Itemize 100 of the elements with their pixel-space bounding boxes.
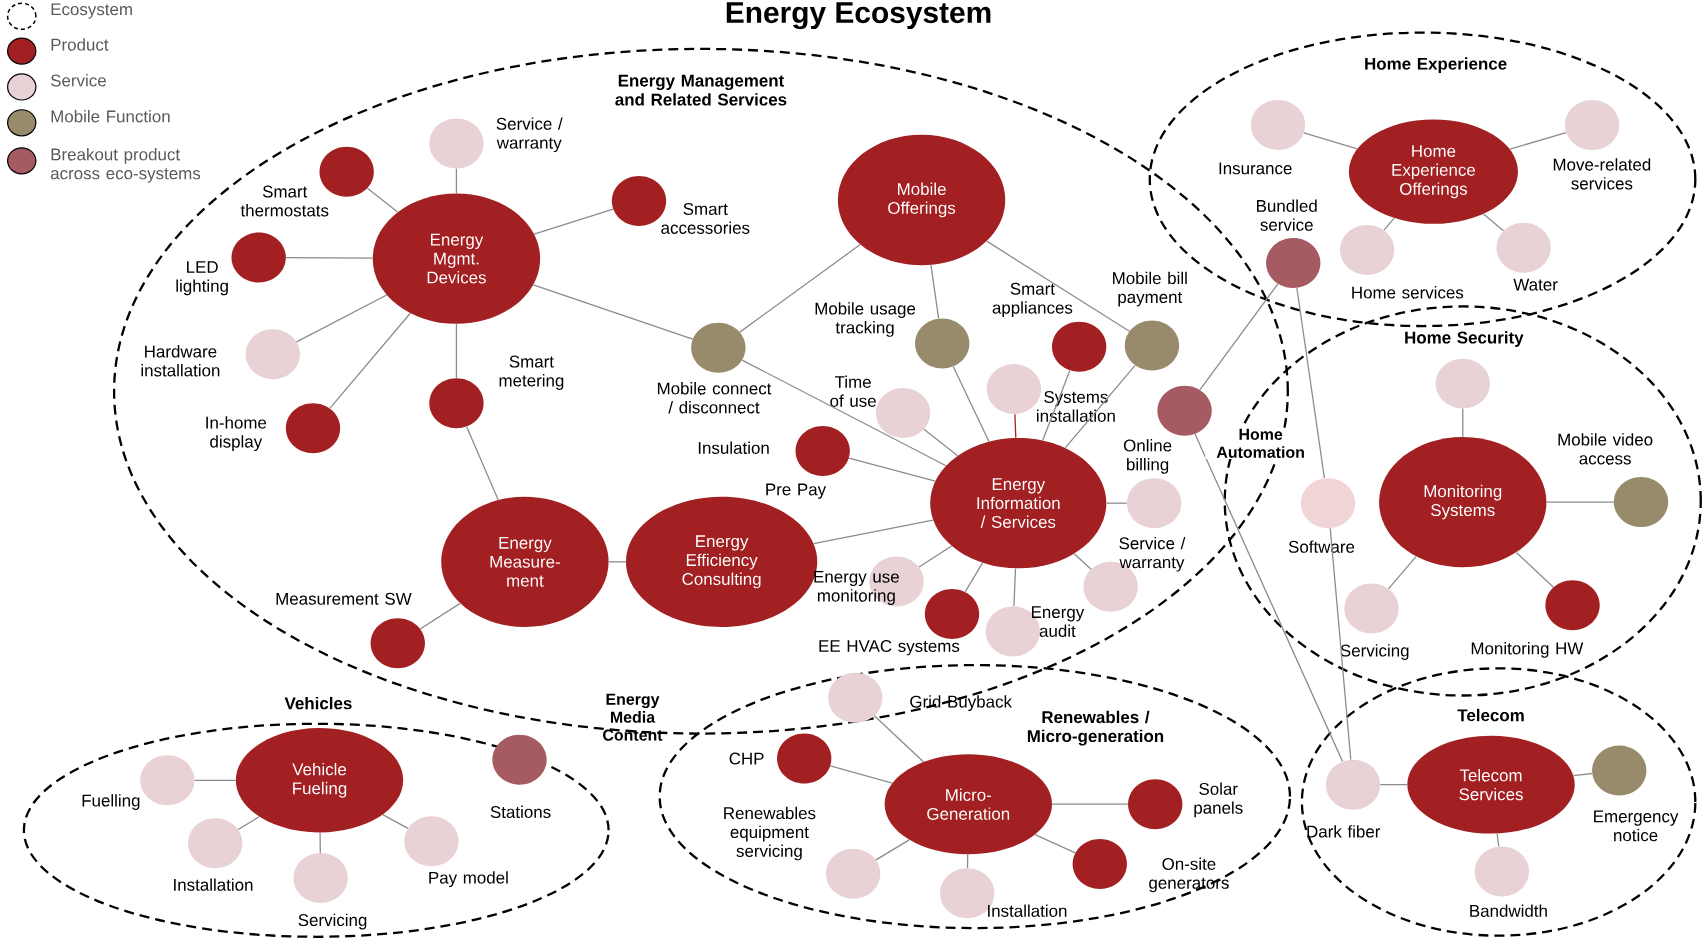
node-label: Installation bbox=[988, 904, 1067, 917]
connector-line bbox=[986, 240, 1131, 332]
connector-line bbox=[964, 562, 984, 593]
node-label: Bundled service bbox=[1257, 199, 1317, 231]
connector-line bbox=[1105, 502, 1128, 504]
connector-line bbox=[1014, 413, 1017, 439]
node-label: Vehicles bbox=[284, 696, 352, 710]
node-label: Water bbox=[1513, 278, 1558, 291]
connector-line bbox=[1013, 567, 1017, 607]
connector-line bbox=[319, 832, 321, 854]
node-label: Time of use bbox=[830, 375, 876, 407]
connector-line bbox=[813, 519, 934, 545]
node-label: Hardware installation bbox=[141, 345, 220, 377]
node-label: Stations bbox=[490, 805, 551, 819]
connector-line bbox=[923, 428, 959, 457]
legend-label: Product bbox=[51, 38, 109, 51]
connector-line bbox=[1509, 132, 1567, 150]
connector-line bbox=[848, 457, 936, 482]
node-label: Dark fiber bbox=[1307, 825, 1381, 838]
node-label: Monitoring HW bbox=[1471, 642, 1584, 658]
connector-line bbox=[1303, 132, 1358, 150]
connector-line bbox=[873, 715, 924, 763]
node-label: Measurement SW bbox=[276, 592, 412, 605]
legend-label: Service bbox=[50, 74, 106, 87]
node-label: Smart thermostats bbox=[240, 185, 329, 217]
connector-line bbox=[1515, 551, 1555, 588]
connector-line bbox=[1073, 553, 1092, 570]
node-label: LED lighting bbox=[176, 261, 228, 296]
node-label: In-home display bbox=[206, 416, 267, 451]
node-label: On-site generators bbox=[1149, 857, 1229, 893]
connector-line bbox=[1482, 213, 1505, 232]
ecosystem-label: Home Automation bbox=[1205, 427, 1316, 459]
connector-line bbox=[455, 168, 458, 194]
node-label: Pay model bbox=[429, 871, 508, 888]
node-label: Smart appliances bbox=[992, 282, 1073, 318]
connector-line bbox=[1546, 501, 1615, 503]
node-label: Service / warranty bbox=[496, 117, 563, 153]
node-label: Renewables equipment servicing bbox=[724, 806, 816, 861]
node-label: Fuelling bbox=[82, 794, 140, 810]
node-label: Smart metering bbox=[499, 355, 564, 390]
note-label: Pre Pay bbox=[766, 483, 827, 499]
node-label: Solar panels bbox=[1194, 782, 1243, 818]
node-label: Move-related services bbox=[1553, 158, 1651, 190]
connector-line bbox=[1296, 287, 1326, 479]
legend-label: Mobile Function bbox=[51, 110, 170, 123]
connector-line bbox=[533, 208, 614, 235]
node-label: Mobile video access bbox=[1558, 433, 1653, 465]
connector-line bbox=[918, 545, 953, 568]
node-label: Emergency notice bbox=[1594, 810, 1679, 842]
connector-line bbox=[952, 365, 990, 443]
node-label: Energy audit bbox=[1031, 606, 1085, 638]
title: Energy Ecosystem bbox=[726, 2, 991, 30]
connector-line bbox=[194, 779, 237, 781]
connector-line bbox=[1051, 803, 1129, 805]
connector-line bbox=[465, 426, 499, 501]
node-label: Installation bbox=[174, 878, 253, 891]
connector-line bbox=[1462, 408, 1464, 438]
node-label: Mobile bill payment bbox=[1113, 271, 1187, 307]
node-label: Service / warranty bbox=[1119, 536, 1186, 572]
connector-line bbox=[739, 243, 861, 333]
legend-label: Ecosystem bbox=[51, 3, 132, 19]
connector-line bbox=[829, 765, 893, 784]
connector-line bbox=[237, 816, 260, 831]
connector-line bbox=[1042, 369, 1071, 441]
connector-line bbox=[1034, 833, 1076, 854]
connector-line bbox=[1572, 772, 1593, 777]
legend-label: Breakout product across eco-systems bbox=[50, 148, 201, 183]
connector-line bbox=[295, 294, 388, 343]
connector-line bbox=[329, 312, 411, 409]
node-label: Servicing bbox=[1340, 644, 1409, 660]
node-label: Smart accessories bbox=[661, 203, 750, 234]
service-circle bbox=[1435, 358, 1490, 409]
node-label: Grid Buyback bbox=[910, 695, 1012, 712]
connector-line bbox=[419, 602, 461, 630]
connector-line bbox=[285, 257, 374, 259]
node-label: EE HVAC systems bbox=[819, 640, 960, 656]
node-label: Mobile connect / disconnect bbox=[657, 382, 772, 414]
node-label: Insulation bbox=[698, 441, 769, 454]
node-label: Insurance bbox=[1219, 162, 1292, 175]
connector-line bbox=[382, 814, 409, 829]
connector-line bbox=[1383, 217, 1395, 231]
node-label: Mobile usage tracking bbox=[815, 302, 916, 337]
connector-line bbox=[966, 853, 969, 869]
connector-line bbox=[1194, 433, 1344, 763]
node-label: Systems installation bbox=[1037, 391, 1115, 422]
connector-line bbox=[1329, 527, 1352, 761]
connector-line bbox=[608, 561, 627, 563]
node-label: Online billing bbox=[1123, 439, 1172, 474]
node-label: Software bbox=[1288, 540, 1355, 553]
connector-line bbox=[741, 359, 947, 467]
breakout-circle bbox=[1157, 385, 1212, 436]
node-label: Servicing bbox=[298, 913, 367, 930]
node-label: CHP bbox=[729, 752, 764, 765]
connector-line bbox=[930, 264, 940, 320]
connector-line bbox=[1379, 784, 1408, 786]
node-label: Home services bbox=[1352, 286, 1464, 299]
connector-line bbox=[1496, 833, 1500, 848]
node-label: Bandwidth bbox=[1470, 904, 1547, 917]
connector-line bbox=[455, 323, 458, 379]
connector-line bbox=[366, 187, 399, 213]
